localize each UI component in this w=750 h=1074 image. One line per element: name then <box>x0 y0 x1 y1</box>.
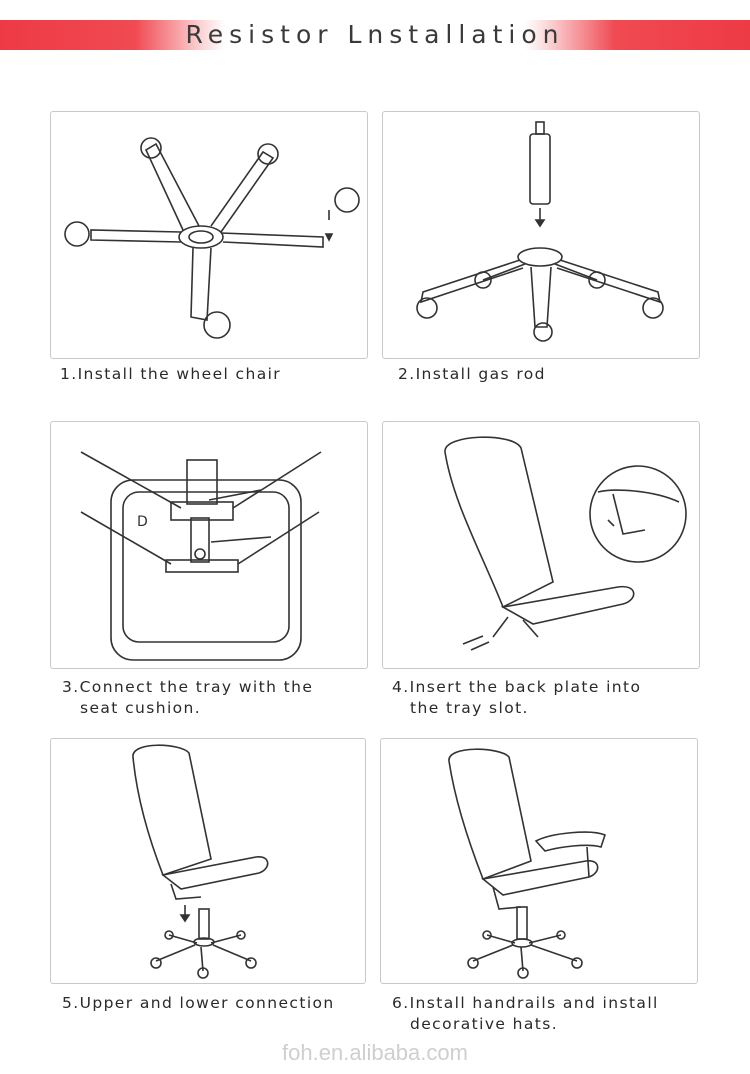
watermark: foh.en.alibaba.com <box>282 1040 468 1065</box>
step-6-diagram <box>380 738 698 984</box>
step-5-caption: 5.Upper and lower connection <box>62 994 335 1012</box>
upper-lower-illustration <box>132 744 269 979</box>
step-2-diagram <box>382 111 700 359</box>
step-4-diagram <box>382 421 700 669</box>
tray-illustration: D <box>80 451 322 661</box>
header-banner <box>0 20 750 50</box>
step-3-diagram: D <box>50 421 368 669</box>
page-title: Resistor Lnstallation <box>185 20 565 49</box>
back-plate-illustration <box>444 436 687 651</box>
step-1-caption: 1.Install the wheel chair <box>60 365 282 383</box>
step-1-diagram <box>50 111 368 359</box>
step-5-diagram <box>50 738 366 984</box>
tray-label: D <box>137 514 148 530</box>
wheel-base-illustration <box>64 137 360 339</box>
gas-rod-illustration <box>416 121 664 342</box>
step-2-caption: 2.Install gas rod <box>398 365 546 383</box>
handrails-illustration <box>448 748 606 979</box>
